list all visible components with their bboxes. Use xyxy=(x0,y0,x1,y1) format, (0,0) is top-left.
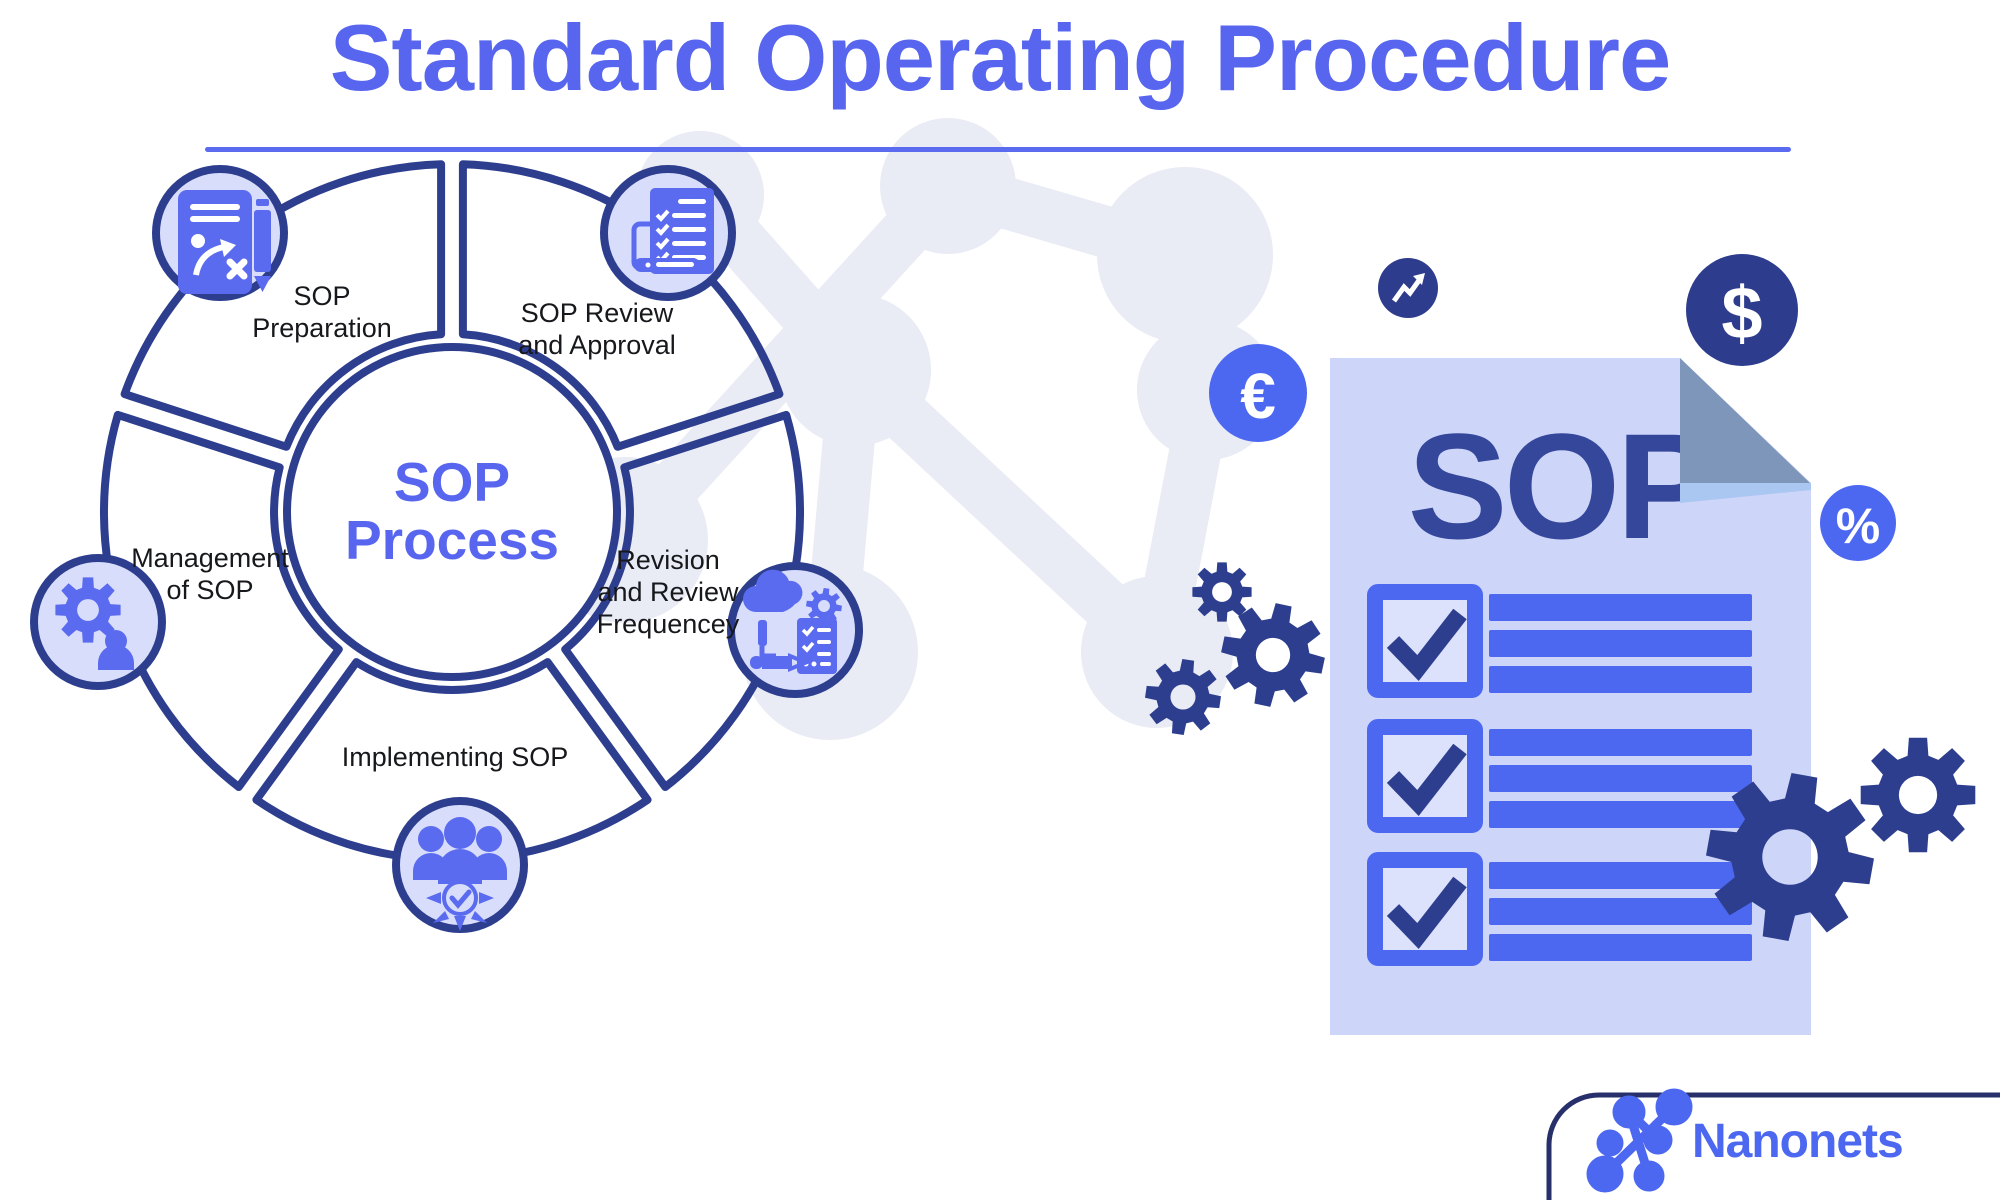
dollar-icon: $ xyxy=(1721,272,1762,355)
cloud-gear-document-icon xyxy=(743,569,842,674)
title-underline xyxy=(205,147,1791,152)
ring-segment-management xyxy=(100,410,343,791)
label-sop-preparation: SOP Preparation xyxy=(252,281,392,343)
ring-segment-implementing xyxy=(252,658,652,864)
sop-document: SOP xyxy=(1330,358,1811,1035)
page-title: Standard Operating Procedure xyxy=(329,5,1672,110)
gear-cluster-right xyxy=(1706,737,1976,941)
dollar-badge: $ xyxy=(1686,254,1798,366)
nanonets-logo-icon xyxy=(1586,1088,1693,1193)
nanonets-watermark xyxy=(542,118,1277,740)
folded-corner xyxy=(1680,358,1810,483)
label-management-of-sop: Management of SOP xyxy=(131,543,289,605)
ring-segment-review xyxy=(458,160,784,451)
strategy-document-pencil-icon xyxy=(178,190,271,294)
label-sop-review-approval: SOP Review and Approval xyxy=(518,298,676,360)
gear-person-icon xyxy=(55,577,134,670)
gear-icon xyxy=(1706,773,1874,941)
gear-icon xyxy=(1192,562,1252,622)
percent-icon: % xyxy=(1836,498,1880,554)
sop-document-title: SOP xyxy=(1408,402,1713,570)
folded-corner-shadow xyxy=(1680,483,1811,503)
gear-cluster-left xyxy=(1145,562,1325,735)
euro-badge: € xyxy=(1209,344,1307,442)
gear-icon xyxy=(1860,737,1976,853)
team-distribution-icon xyxy=(413,817,507,931)
sop-process-ring xyxy=(100,160,804,864)
label-implementing-sop: Implementing SOP xyxy=(341,742,569,772)
trend-arrow-icon xyxy=(1413,273,1425,285)
brand-plate xyxy=(1546,1088,2000,1200)
label-revision-review-frequency: Revision and Review Frequencey xyxy=(596,545,740,639)
gear-icon xyxy=(1145,659,1221,735)
ring-center-circle xyxy=(283,343,621,681)
euro-icon: € xyxy=(1240,360,1276,432)
diagram-center-label: SOP Process xyxy=(344,451,560,571)
checklist-row xyxy=(1367,584,1752,698)
checklist-row xyxy=(1367,719,1752,833)
checklist-row xyxy=(1367,852,1752,966)
gear-icon xyxy=(1221,603,1325,707)
brand-wordmark: Nanonets xyxy=(1692,1115,1904,1168)
checklist-document-icon xyxy=(631,188,714,274)
ring-segment-revision xyxy=(561,410,804,791)
percent-badge: % xyxy=(1820,485,1896,561)
trend-badge xyxy=(1378,258,1438,318)
